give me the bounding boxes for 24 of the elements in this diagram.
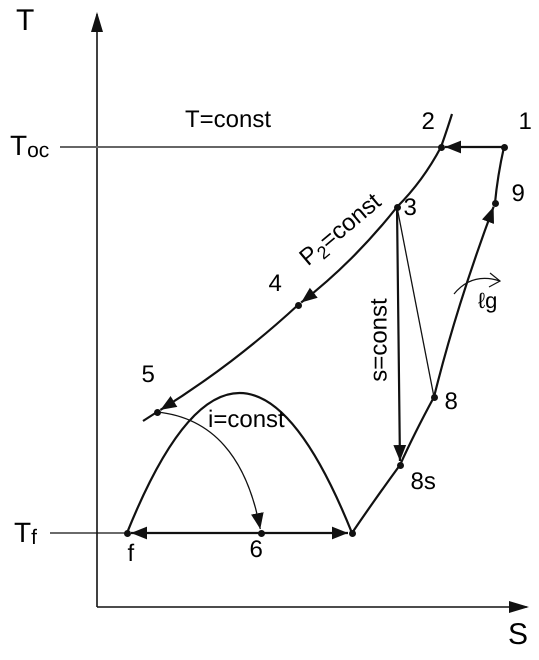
- point-label: 5: [142, 362, 155, 386]
- point-label: 8: [444, 390, 458, 414]
- point-label: 6: [250, 538, 263, 562]
- axis-label: s=const: [368, 298, 392, 382]
- axis-label: ℓg: [478, 290, 498, 312]
- axis-label: i=const: [208, 408, 285, 432]
- point-label: f: [128, 542, 134, 566]
- point-label: 4: [268, 272, 282, 296]
- curve-line: [126, 392, 354, 534]
- curve-line: [50, 532, 127, 534]
- axis-label: S: [508, 620, 528, 650]
- point-label: 2: [422, 110, 435, 134]
- axis-label: T: [16, 6, 34, 36]
- arrow: [445, 140, 504, 154]
- arrow: [160, 304, 299, 411]
- point-label: 8s: [410, 470, 436, 494]
- axis-value-label: T$_{oc}$: [10, 128, 60, 164]
- point-label: 3: [404, 196, 417, 220]
- axis-value-label: T$_{f}$: [14, 512, 50, 554]
- curve-line: [60, 146, 441, 148]
- arrow: [131, 526, 261, 540]
- edge-label: T=const: [185, 108, 272, 132]
- point-label: 9: [512, 182, 525, 206]
- point-label: 1: [518, 110, 532, 134]
